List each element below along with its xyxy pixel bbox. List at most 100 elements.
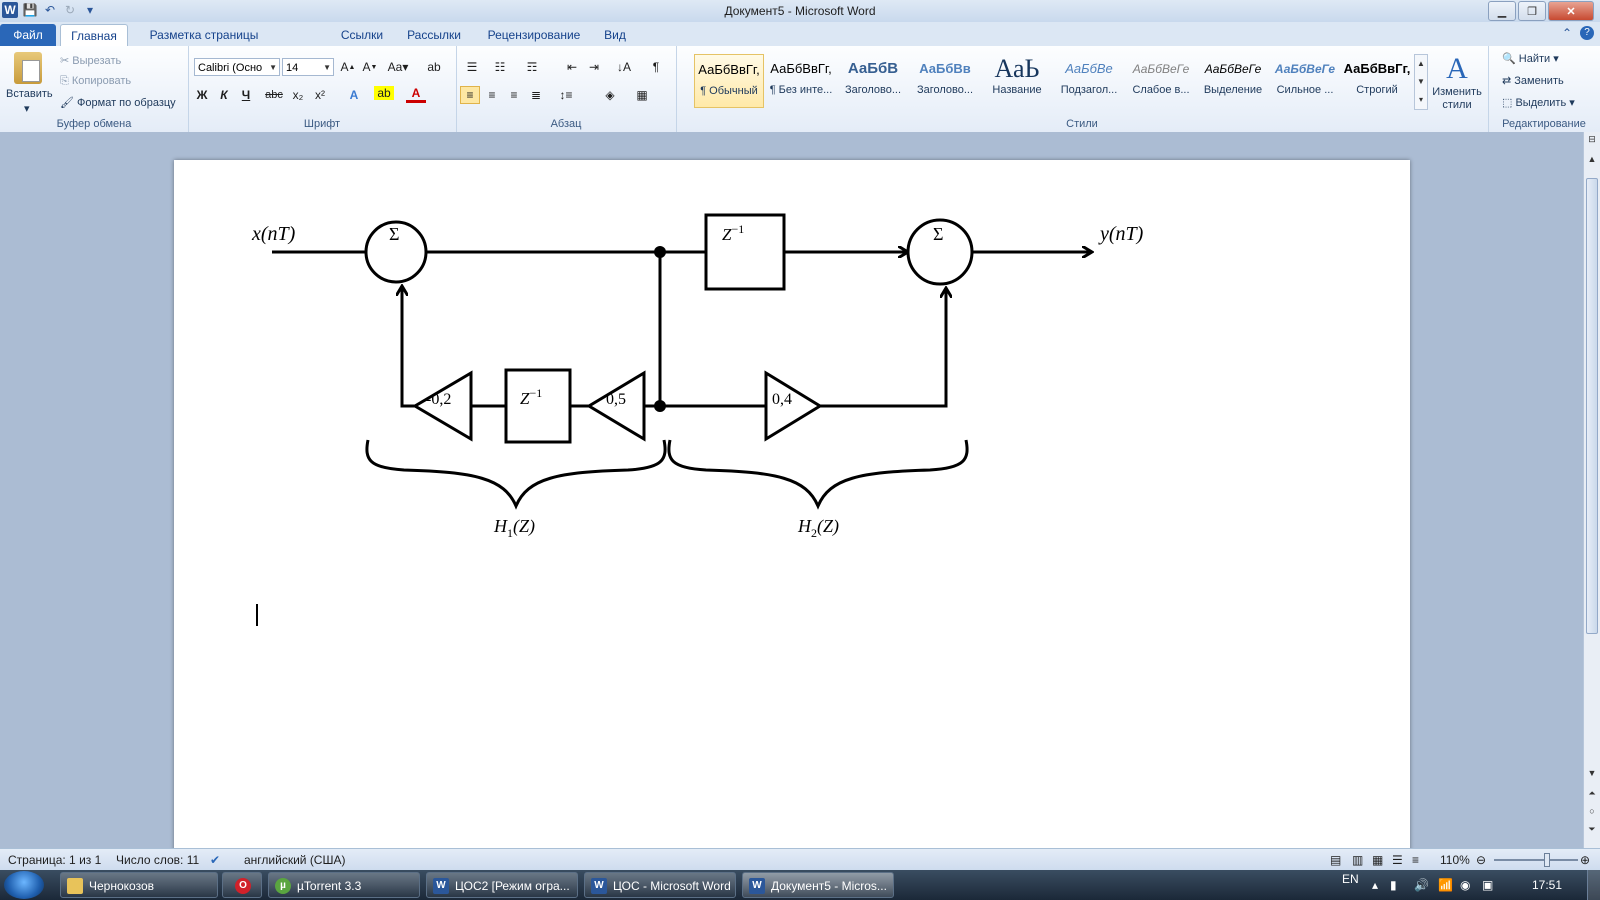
align-left-icon[interactable]: ≡ [460,86,480,104]
tab-view[interactable]: Вид [604,28,626,42]
taskbar-item-opera[interactable]: O [222,872,262,898]
zoom-in-icon[interactable]: ⊕ [1580,853,1591,867]
paste-icon[interactable] [14,52,42,84]
superscript-button[interactable]: x² [315,88,325,102]
view-reading-icon[interactable]: ▥ [1352,853,1364,867]
decrease-indent-icon[interactable]: ⇤ [566,60,578,74]
maximize-button[interactable]: ❐ [1518,1,1546,21]
scroll-thumb[interactable] [1586,178,1598,634]
style-strong[interactable]: АаБбВвГг,Строгий [1343,61,1411,96]
paste-button[interactable]: Вставить [6,88,53,100]
select-button[interactable]: ⬚ Выделить ▾ [1502,97,1575,109]
next-page-icon[interactable]: ⏷ [1588,824,1596,834]
text-effects-icon[interactable]: A [349,88,359,102]
style-no-spacing[interactable]: АаБбВвГг,¶ Без инте... [769,61,833,96]
page-count[interactable]: Страница: 1 из 1 [8,853,102,867]
tab-file[interactable]: Файл [0,24,56,46]
cut-button[interactable]: ✂ Вырезать [60,55,122,67]
font-color-icon[interactable]: A [406,86,426,103]
justify-icon[interactable]: ≣ [530,88,542,102]
save-icon[interactable]: 💾 [22,3,38,17]
language[interactable]: английский (США) [244,853,346,867]
taskbar-item-folder[interactable]: Чернокозов [60,872,218,898]
word-logo-icon[interactable]: W [2,2,18,18]
find-button[interactable]: 🔍 Найти ▾ [1502,53,1559,65]
align-center-icon[interactable]: ≡ [488,88,496,102]
start-button[interactable] [4,871,44,899]
antivirus-icon[interactable]: ◉ [1460,878,1471,892]
shading-icon[interactable]: ◈ [605,88,615,102]
customize-qat-icon[interactable]: ▾ [86,3,94,17]
language-indicator[interactable]: EN [1342,872,1359,886]
change-styles-button[interactable]: A Изменить стили [1428,52,1486,112]
align-right-icon[interactable]: ≡ [510,88,518,102]
close-button[interactable]: ✕ [1548,1,1594,21]
borders-icon[interactable]: ▦ [636,88,648,102]
grow-font-icon[interactable]: A▲ [340,60,356,74]
tab-mailings[interactable]: Рассылки [407,28,461,42]
bullets-icon[interactable]: ☰ [466,60,478,74]
bold-button[interactable]: Ж [196,88,208,102]
proofing-icon[interactable]: ✔ [210,853,221,867]
strikethrough-button[interactable]: abc [265,89,283,101]
multilevel-list-icon[interactable]: ☶ [526,60,538,74]
line-spacing-icon[interactable]: ↕≡ [559,88,573,102]
view-web-icon[interactable]: ▦ [1372,853,1384,867]
numbering-icon[interactable]: ☷ [494,60,506,74]
zoom-out-icon[interactable]: ⊖ [1476,853,1487,867]
show-marks-icon[interactable]: ¶ [652,60,660,74]
volume-icon[interactable]: 🔊 [1414,878,1429,892]
app-tray-icon[interactable]: ▣ [1482,878,1494,892]
zoom-slider-thumb[interactable] [1544,853,1550,867]
scroll-up-icon[interactable]: ▲ [1587,154,1597,164]
font-size-combo[interactable]: 14▼ [282,58,334,76]
replace-button[interactable]: ⇄ Заменить [1502,75,1564,87]
zoom-slider[interactable] [1494,859,1578,861]
minimize-button[interactable]: ▁ [1488,1,1516,21]
styles-scroll[interactable]: ▲▼▾ [1414,54,1428,110]
copy-button[interactable]: ⎘ Копировать [60,75,132,87]
view-print-layout-icon[interactable]: ▤ [1330,853,1342,867]
style-normal[interactable]: АаБбВвГг,¶ Обычный [694,54,764,108]
tab-page-layout[interactable]: Разметка страницы [149,28,259,42]
increase-indent-icon[interactable]: ⇥ [588,60,600,74]
clear-formatting-icon[interactable]: ab [427,60,441,74]
prev-page-icon[interactable]: ⏶ [1588,788,1596,798]
word-count[interactable]: Число слов: 11 [116,853,200,867]
shrink-font-icon[interactable]: A▼ [362,60,378,74]
scroll-down-icon[interactable]: ▼ [1587,768,1597,778]
browse-object-icon[interactable]: ○ [1589,806,1595,816]
clock[interactable]: 17:51 [1532,878,1563,892]
help-icon[interactable]: ? [1580,26,1594,40]
network-icon[interactable]: ▮ [1390,878,1397,892]
document-page[interactable]: x(nT) y(nT) Σ Σ Z−1 Z−1 -0,2 0,5 0,4 H1(… [174,160,1410,880]
ruler-toggle-icon[interactable]: ⊟ [1588,134,1596,144]
subscript-button[interactable]: x₂ [292,88,304,102]
minimize-ribbon-icon[interactable]: ⌃ [1561,26,1572,40]
vertical-scrollbar[interactable]: ⊟ ▲ ▼ ⏶ ○ ⏷ [1583,132,1600,848]
change-case-icon[interactable]: Aa▾ [387,60,409,74]
highlight-icon[interactable]: ab [374,86,394,100]
sort-icon[interactable]: ↓A [616,60,631,74]
wifi-icon[interactable]: 📶 [1438,878,1453,892]
underline-button[interactable]: Ч [241,88,251,102]
show-desktop-button[interactable] [1587,870,1600,900]
tab-home[interactable]: Главная [60,24,128,47]
view-outline-icon[interactable]: ☰ [1392,853,1403,867]
tab-references[interactable]: Ссылки [340,28,384,42]
show-hidden-icons-icon[interactable]: ▴ [1372,878,1379,892]
format-painter-button[interactable]: 🖌 Формат по образцу [60,97,176,109]
tab-review[interactable]: Рецензирование [487,28,581,42]
italic-button[interactable]: К [220,88,228,102]
